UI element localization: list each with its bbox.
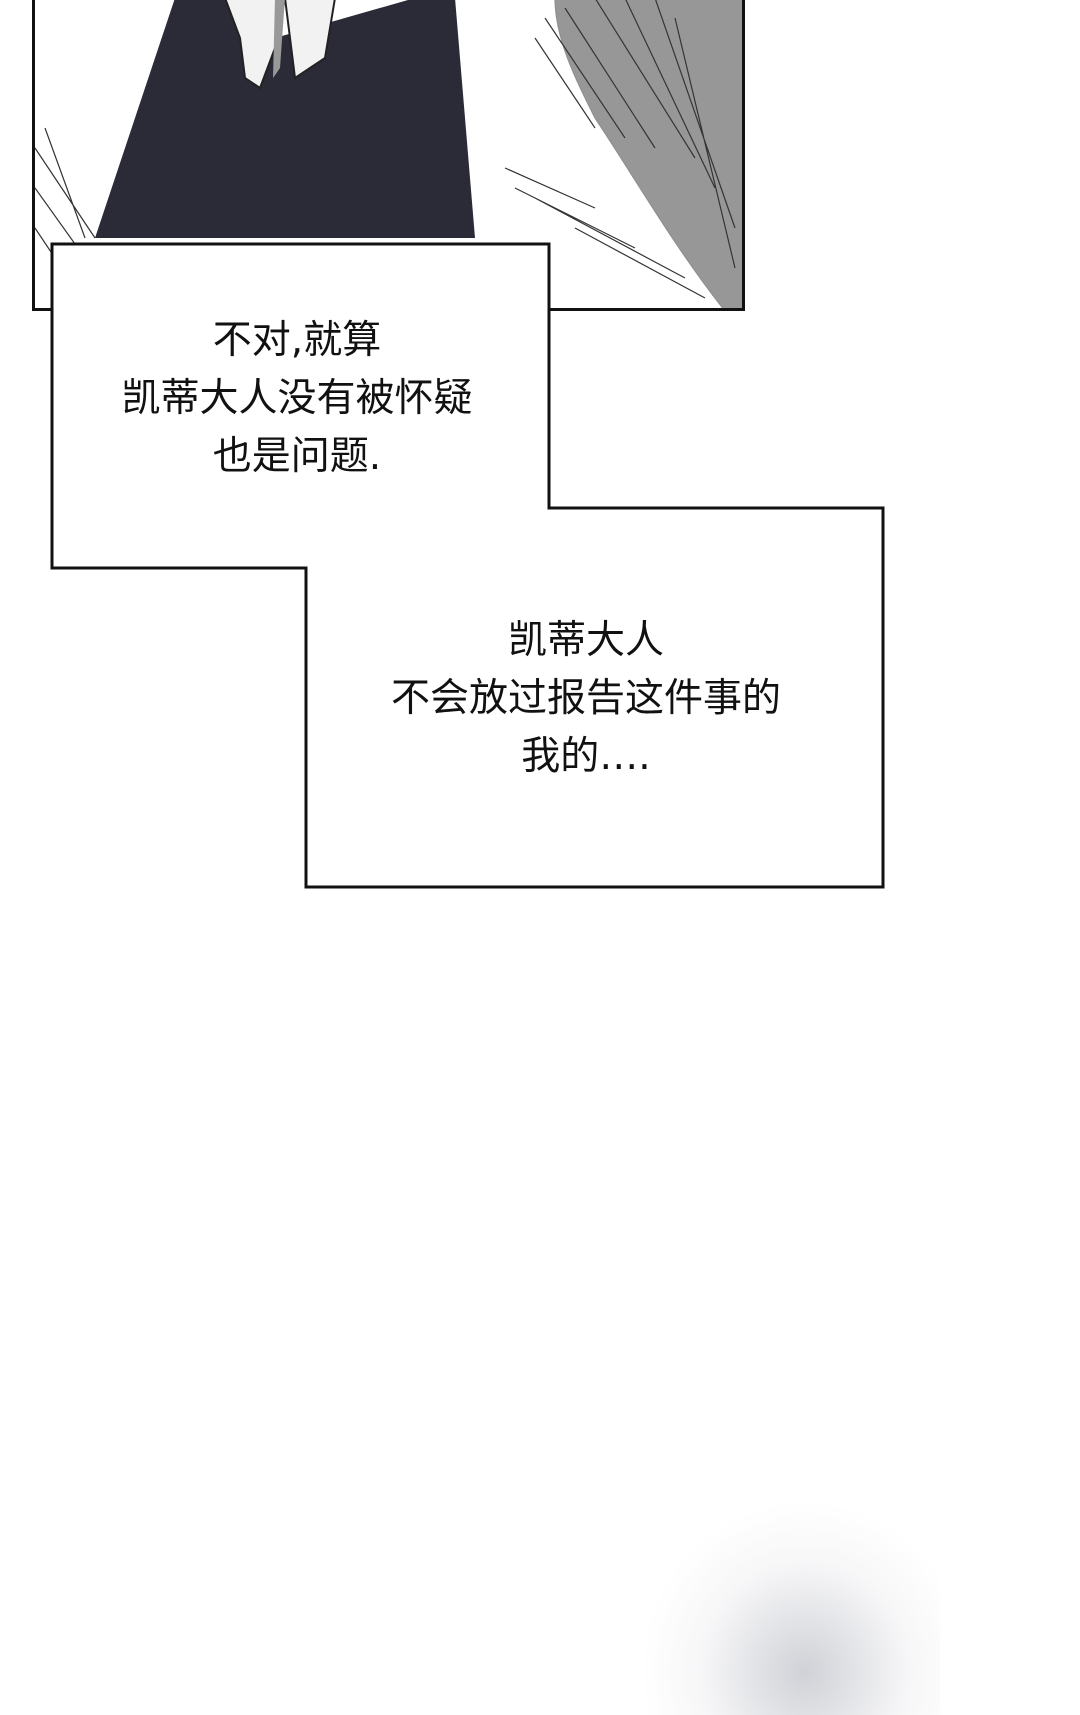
comic-panel-art <box>32 0 745 311</box>
caption-2-line: 不会放过报告这件事的 <box>390 676 781 721</box>
caption-1: 不对,就算 凯蒂大人没有被怀疑 也是问题. <box>97 312 497 486</box>
caption-2: 凯蒂大人 不会放过报告这件事的 我的…. <box>356 612 816 786</box>
dress-shape <box>95 0 475 238</box>
caption-box-outline <box>50 242 885 889</box>
caption-boxes <box>50 242 885 889</box>
hair-strand <box>273 0 285 78</box>
caption-1-line: 不对,就算 <box>212 318 382 363</box>
caption-1-line: 凯蒂大人没有被怀疑 <box>121 376 473 421</box>
speckle-texture <box>640 1500 940 1715</box>
hatching-background <box>35 0 742 308</box>
panel-illustration <box>35 0 742 308</box>
caption-2-line: 凯蒂大人 <box>507 618 664 663</box>
white-bow <box>224 0 336 90</box>
caption-2-line: 我的…. <box>521 734 651 779</box>
caption-1-line: 也是问题. <box>212 434 382 479</box>
